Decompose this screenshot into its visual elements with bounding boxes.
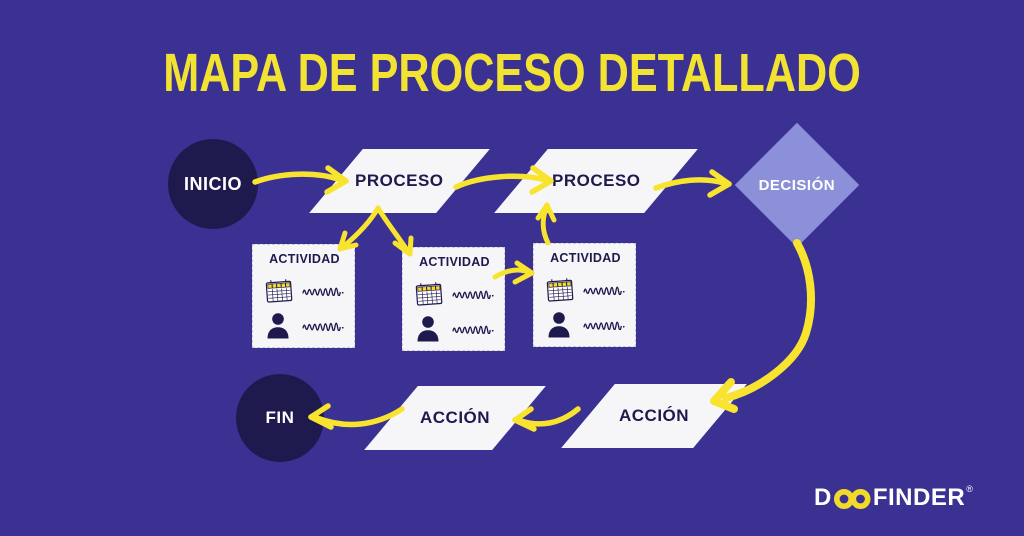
handwriting-line (302, 321, 344, 331)
flow-node-fin: FIN (236, 374, 324, 462)
doofinder-logo: D FINDER ® (814, 484, 973, 512)
calendar-icon (265, 279, 293, 303)
proceso-1-label: PROCESO (355, 171, 444, 190)
fin-label: FIN (265, 408, 295, 427)
arrow-proceso1-to-actividad1 (337, 205, 381, 252)
calendar-icon (415, 282, 443, 306)
arrow-accion2-to-accion1 (512, 406, 581, 432)
inicio-label: INICIO (183, 173, 242, 194)
logo-prefix: D (814, 484, 832, 511)
activity-card-1: ACTIVIDAD (252, 244, 355, 348)
handwriting-line (302, 287, 344, 296)
activity-3-date-row (544, 276, 627, 304)
flow-node-inicio: INICIO (168, 139, 258, 229)
person-icon (548, 312, 570, 338)
handwriting-line (583, 286, 625, 295)
handwriting-line (452, 290, 494, 299)
activity-3-owner-row (544, 311, 627, 338)
flow-node-proceso-1: PROCESO (309, 149, 490, 213)
activity-card-3: ACTIVIDAD (533, 243, 636, 347)
activity-2-owner-row (413, 315, 496, 342)
activity-2-label: ACTIVIDAD (419, 255, 490, 269)
person-icon (417, 316, 439, 342)
activity-1-label: ACTIVIDAD (269, 252, 340, 266)
flow-node-accion-2: ACCIÓN (561, 384, 747, 448)
activity-1-owner-row (263, 312, 346, 339)
accion-2-label: ACCIÓN (618, 406, 690, 425)
proceso-2-label: PROCESO (551, 171, 641, 190)
handwriting-line (452, 324, 494, 334)
double-o-rings-icon (833, 489, 871, 509)
logo-suffix: FINDER (872, 484, 966, 511)
flow-node-decision: DECISIÓN (734, 122, 860, 248)
decision-label: DECISIÓN (758, 176, 836, 194)
flow-node-proceso-2: PROCESO (494, 149, 698, 213)
activity-2-date-row (413, 280, 496, 308)
page-title: MAPA DE PROCESO DETALLADO (163, 43, 861, 103)
registered-mark: ® (966, 484, 974, 494)
person-icon (267, 313, 289, 339)
activity-1-date-row (263, 277, 346, 305)
calendar-icon (546, 278, 574, 302)
title-bar: MAPA DE PROCESO DETALLADO (0, 42, 1024, 104)
handwriting-line (583, 320, 625, 330)
activity-card-2: ACTIVIDAD (402, 247, 505, 351)
activity-3-label: ACTIVIDAD (550, 251, 621, 265)
accion-1-label: ACCIÓN (419, 408, 491, 427)
flow-node-accion-1: ACCIÓN (364, 386, 546, 450)
